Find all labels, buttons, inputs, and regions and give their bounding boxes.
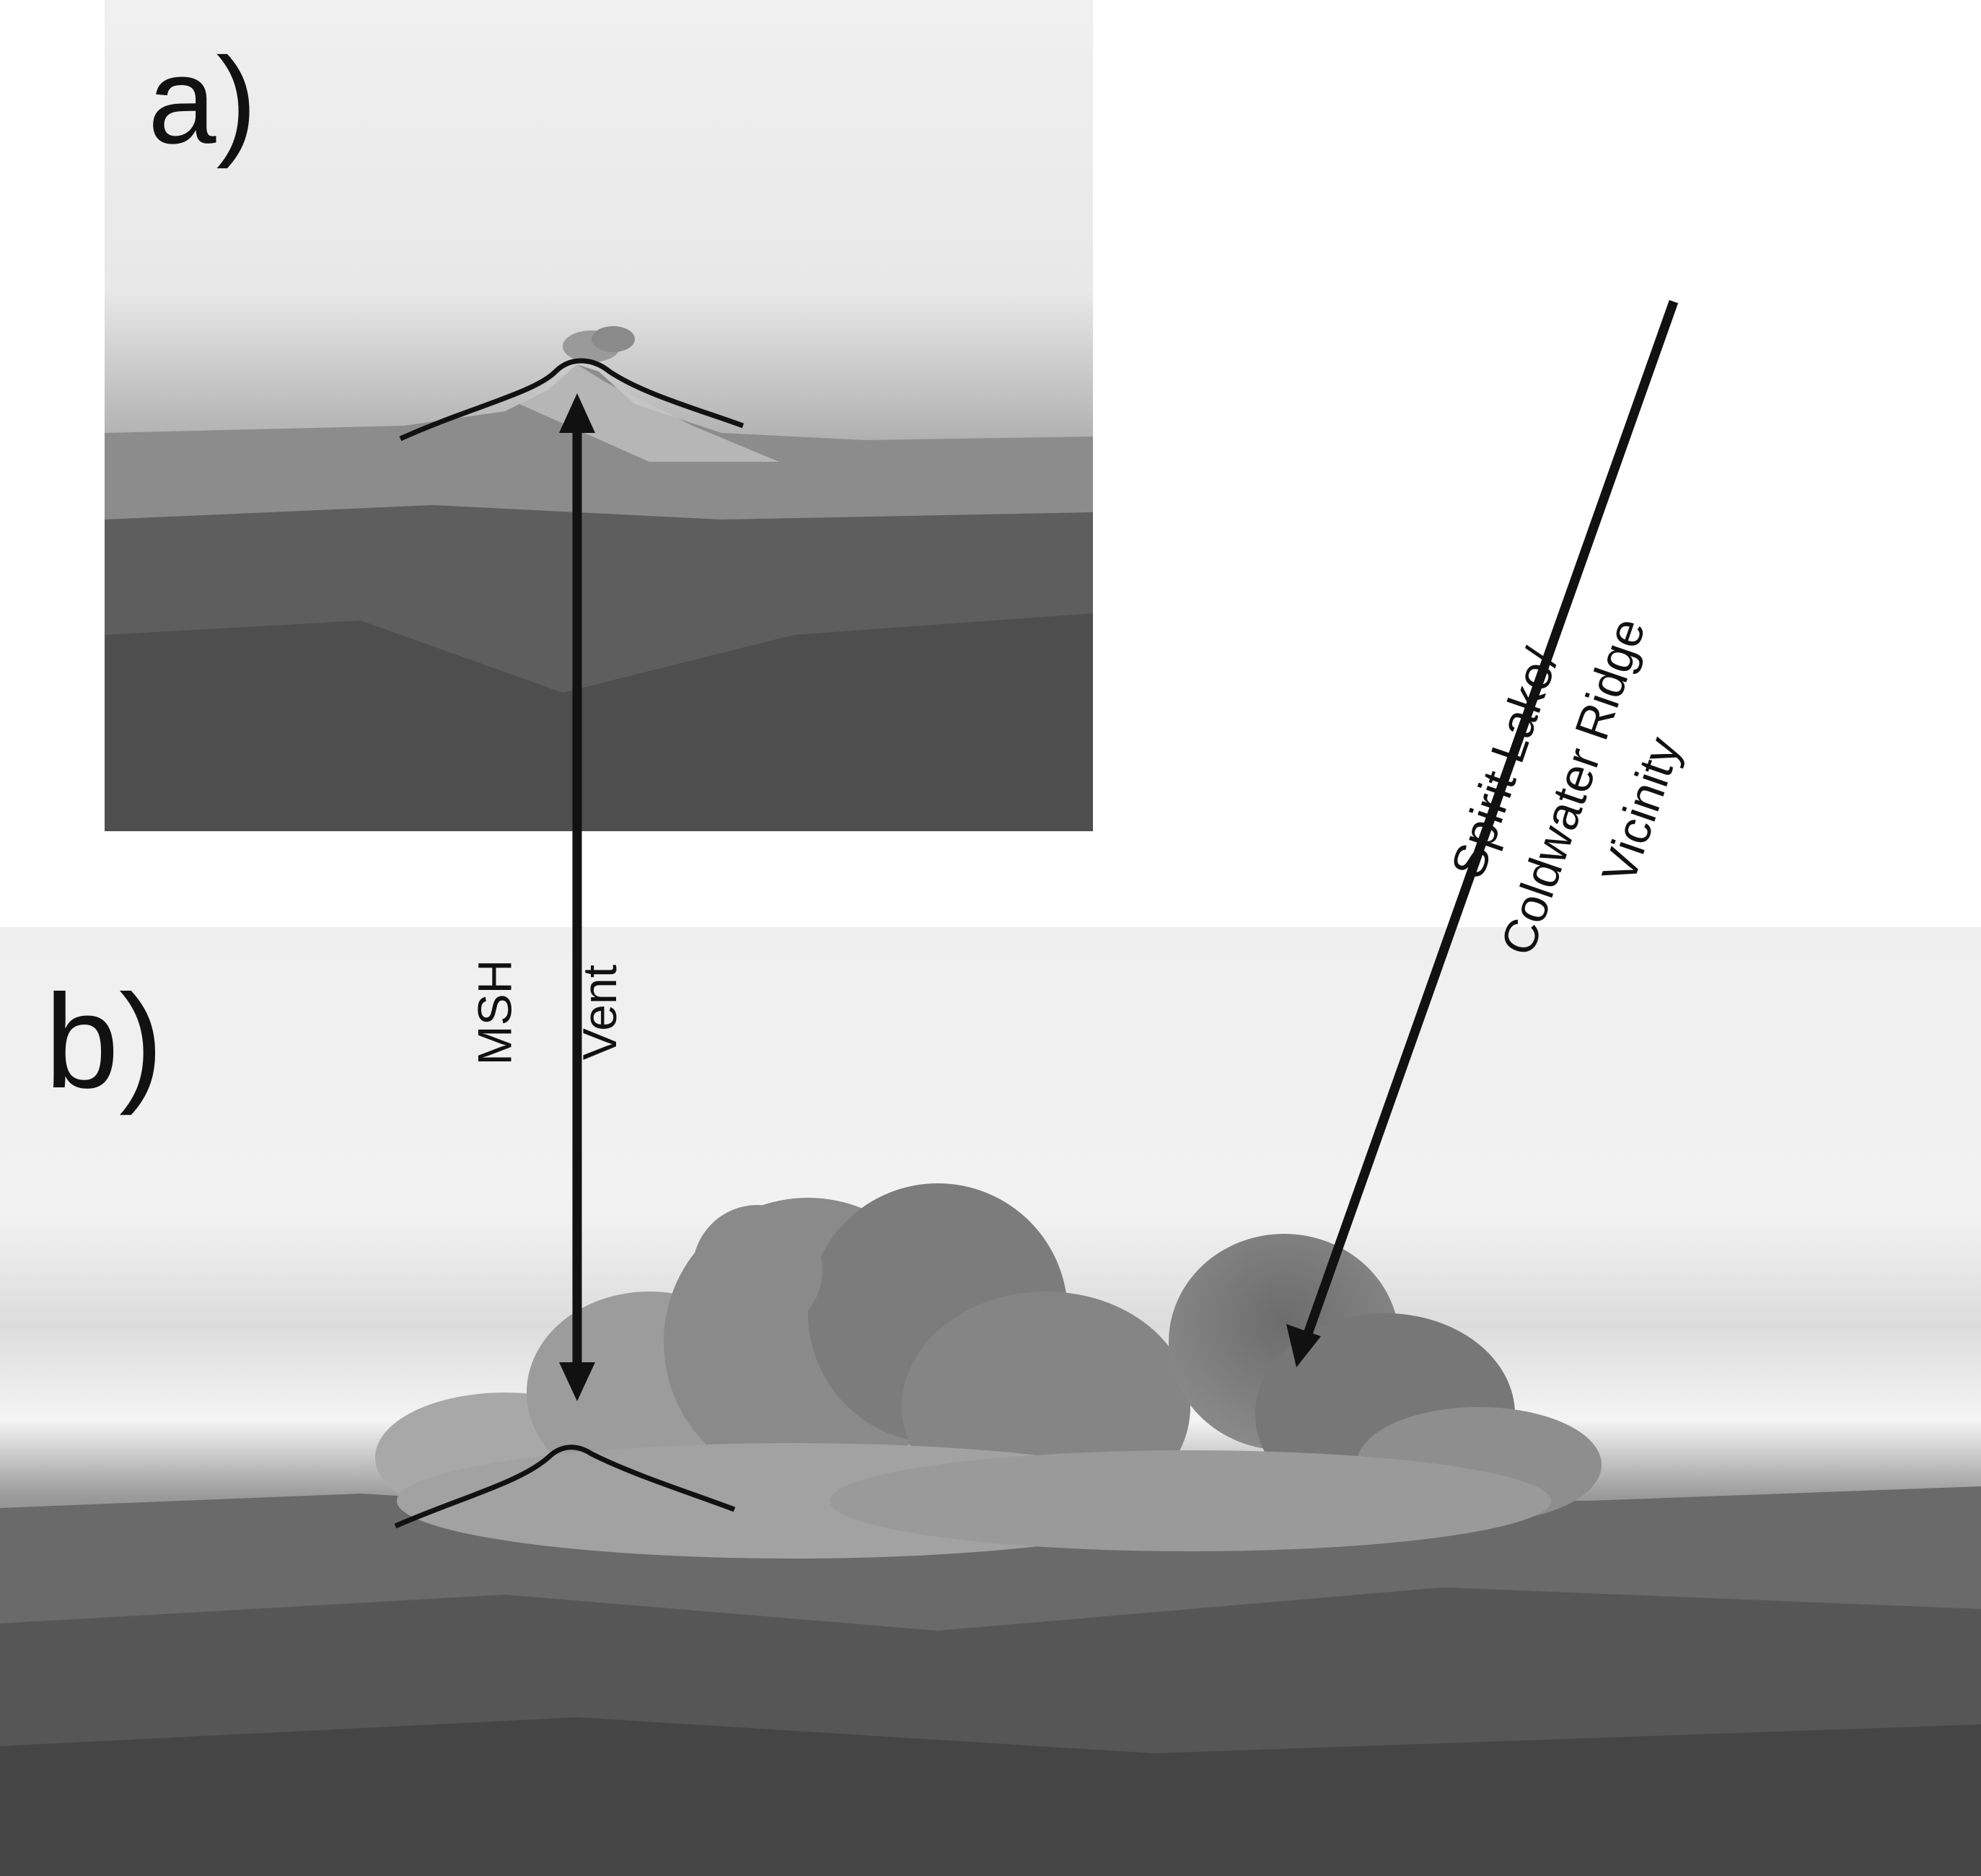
summit-outline-a <box>399 358 744 442</box>
vent-arrow <box>559 393 595 1401</box>
lake-arrow <box>1286 299 1679 1367</box>
photo-panel-a <box>105 0 1093 831</box>
eruption-cloud <box>375 1183 1602 1559</box>
photo-panel-b <box>0 927 1981 1876</box>
summit-outline-b <box>394 1445 736 1529</box>
